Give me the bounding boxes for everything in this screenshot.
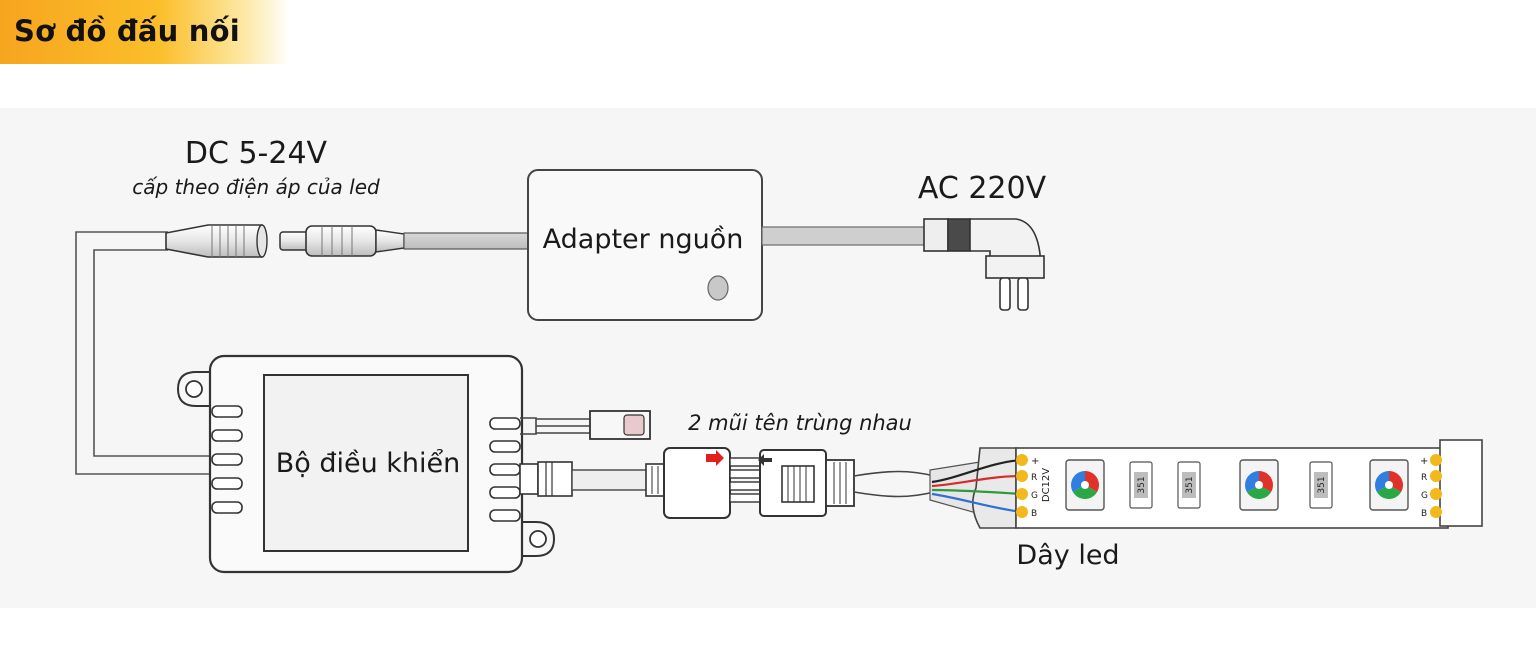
arrow-red-icon: [706, 450, 724, 466]
dc-cable: [75, 231, 212, 475]
adapter-led-indicator: [707, 275, 729, 301]
female-4pin-connector: [663, 447, 731, 519]
page-title: Sơ đồ đấu nối: [14, 14, 240, 48]
resistor: 351: [1177, 461, 1201, 509]
controller-label: Bộ điều khiển: [276, 448, 461, 479]
arrow-match-note: 2 mũi tên trùng nhau: [688, 411, 912, 435]
wire-red: [931, 474, 1023, 488]
resistor-marking: 351: [1137, 476, 1147, 493]
dc-voltage-label: DC 5-24V: [185, 136, 328, 171]
ac-cable: [761, 226, 927, 246]
male-4pin-connector: [758, 449, 855, 517]
led-strip-label: Dây led: [1016, 540, 1119, 571]
rgb-led-chip: [1065, 459, 1105, 511]
wire-green: [931, 488, 1023, 496]
dc-male-plug: [279, 225, 405, 257]
strip-lead-cable: [853, 470, 935, 498]
pin-label-r: R: [1421, 473, 1427, 483]
pin-label-g: G: [1031, 491, 1038, 501]
pin-label-r: R: [1031, 473, 1037, 483]
pin-label-plus: +: [1420, 456, 1428, 467]
male-4pin-pins: [729, 457, 761, 503]
rgb-led-chip: [1239, 459, 1279, 511]
rgb-led-chip: [1369, 459, 1409, 511]
ir-receiver: [520, 410, 651, 440]
pin-label-b: B: [1031, 509, 1037, 519]
resistor: 351: [1129, 461, 1153, 509]
resistor-marking: 351: [1317, 476, 1327, 493]
ac-plug: [923, 218, 1045, 311]
pin-label-g: G: [1421, 491, 1428, 501]
title-banner: [0, 0, 290, 64]
controller-box: [176, 354, 556, 574]
strip-voltage-marking: DC12V: [1041, 468, 1052, 502]
rgb-output-cable: [519, 461, 667, 497]
dc-female-jack: [165, 224, 268, 258]
wire-blue: [931, 492, 1023, 514]
resistor-marking: 351: [1185, 476, 1195, 493]
adapter-label: Adapter nguồn: [543, 224, 744, 255]
led-strip: 351 351 351 DC12V + R G B + R G B: [929, 439, 1483, 529]
ac-voltage-label: AC 220V: [918, 171, 1047, 206]
pin-label-plus: +: [1031, 456, 1039, 467]
dc-voltage-note: cấp theo điện áp của led: [132, 175, 380, 199]
pin-label-b: B: [1421, 509, 1427, 519]
arrow-black-icon: [758, 454, 772, 466]
adapter-dc-cable: [403, 232, 529, 250]
wire-black: [931, 458, 1023, 484]
resistor: 351: [1309, 461, 1333, 509]
